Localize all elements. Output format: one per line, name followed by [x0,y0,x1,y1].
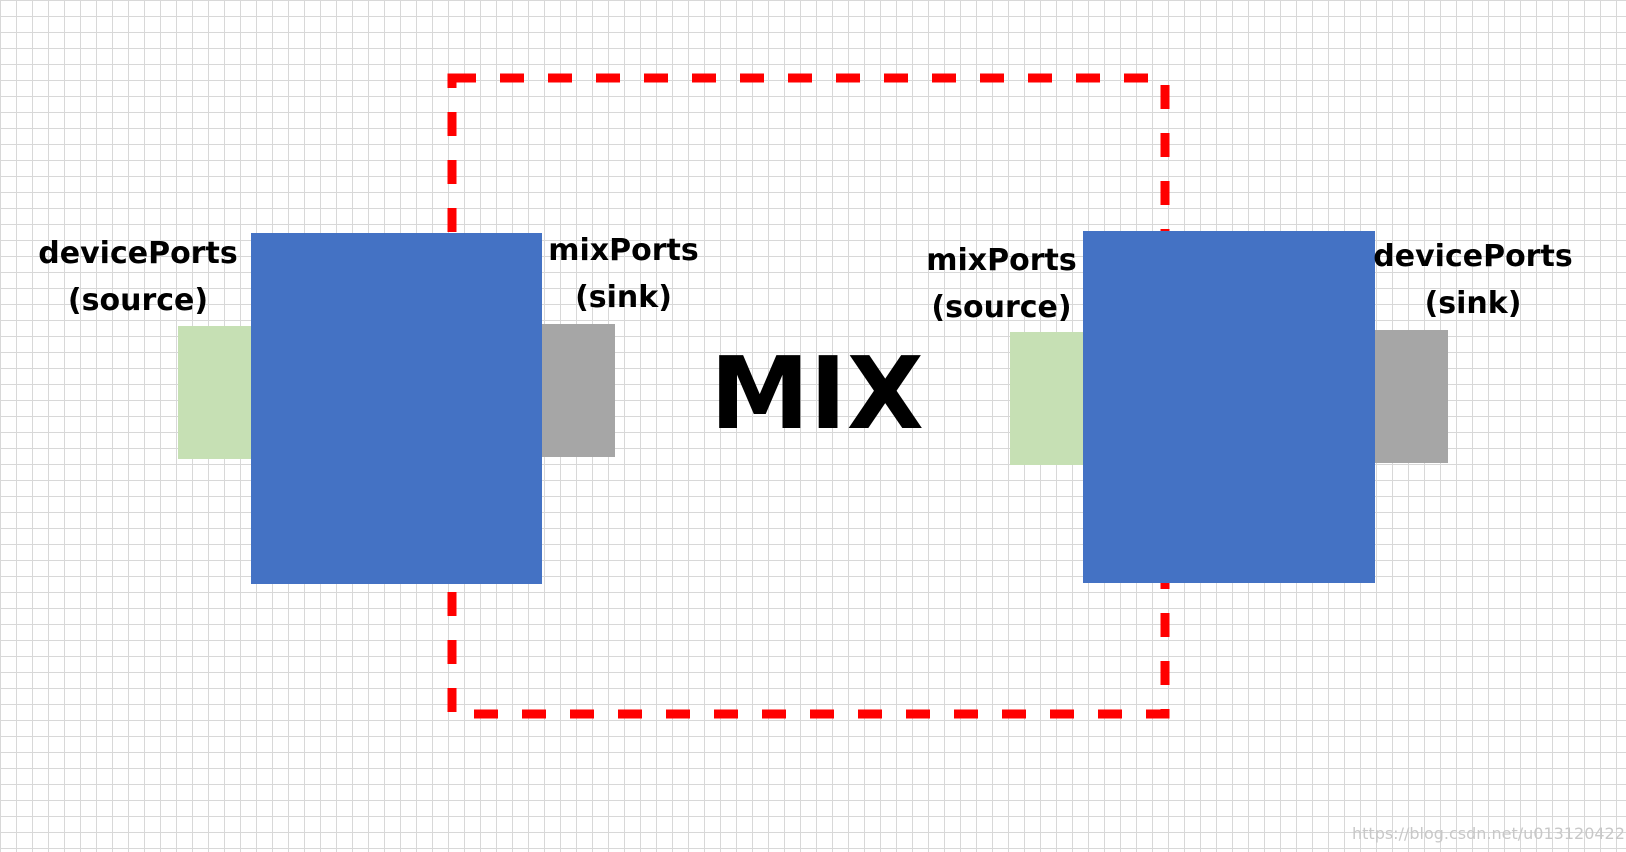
mix-title: MIX [710,335,924,452]
left-sink-port-label: mixPorts (sink) [548,233,699,315]
left-sink-port [542,324,615,457]
left-source-port-label: devicePorts (source) [38,236,238,318]
left-source-port [178,326,251,459]
watermark: https://blog.csdn.net/u013120422 [1352,824,1625,843]
right-sink-port-label: devicePorts (sink) [1373,239,1573,321]
left-node-body [251,233,542,584]
right-sink-port [1375,330,1448,463]
right-node-body [1083,231,1375,583]
right-source-port [1010,332,1083,465]
right-source-port-label: mixPorts (source) [926,243,1077,325]
